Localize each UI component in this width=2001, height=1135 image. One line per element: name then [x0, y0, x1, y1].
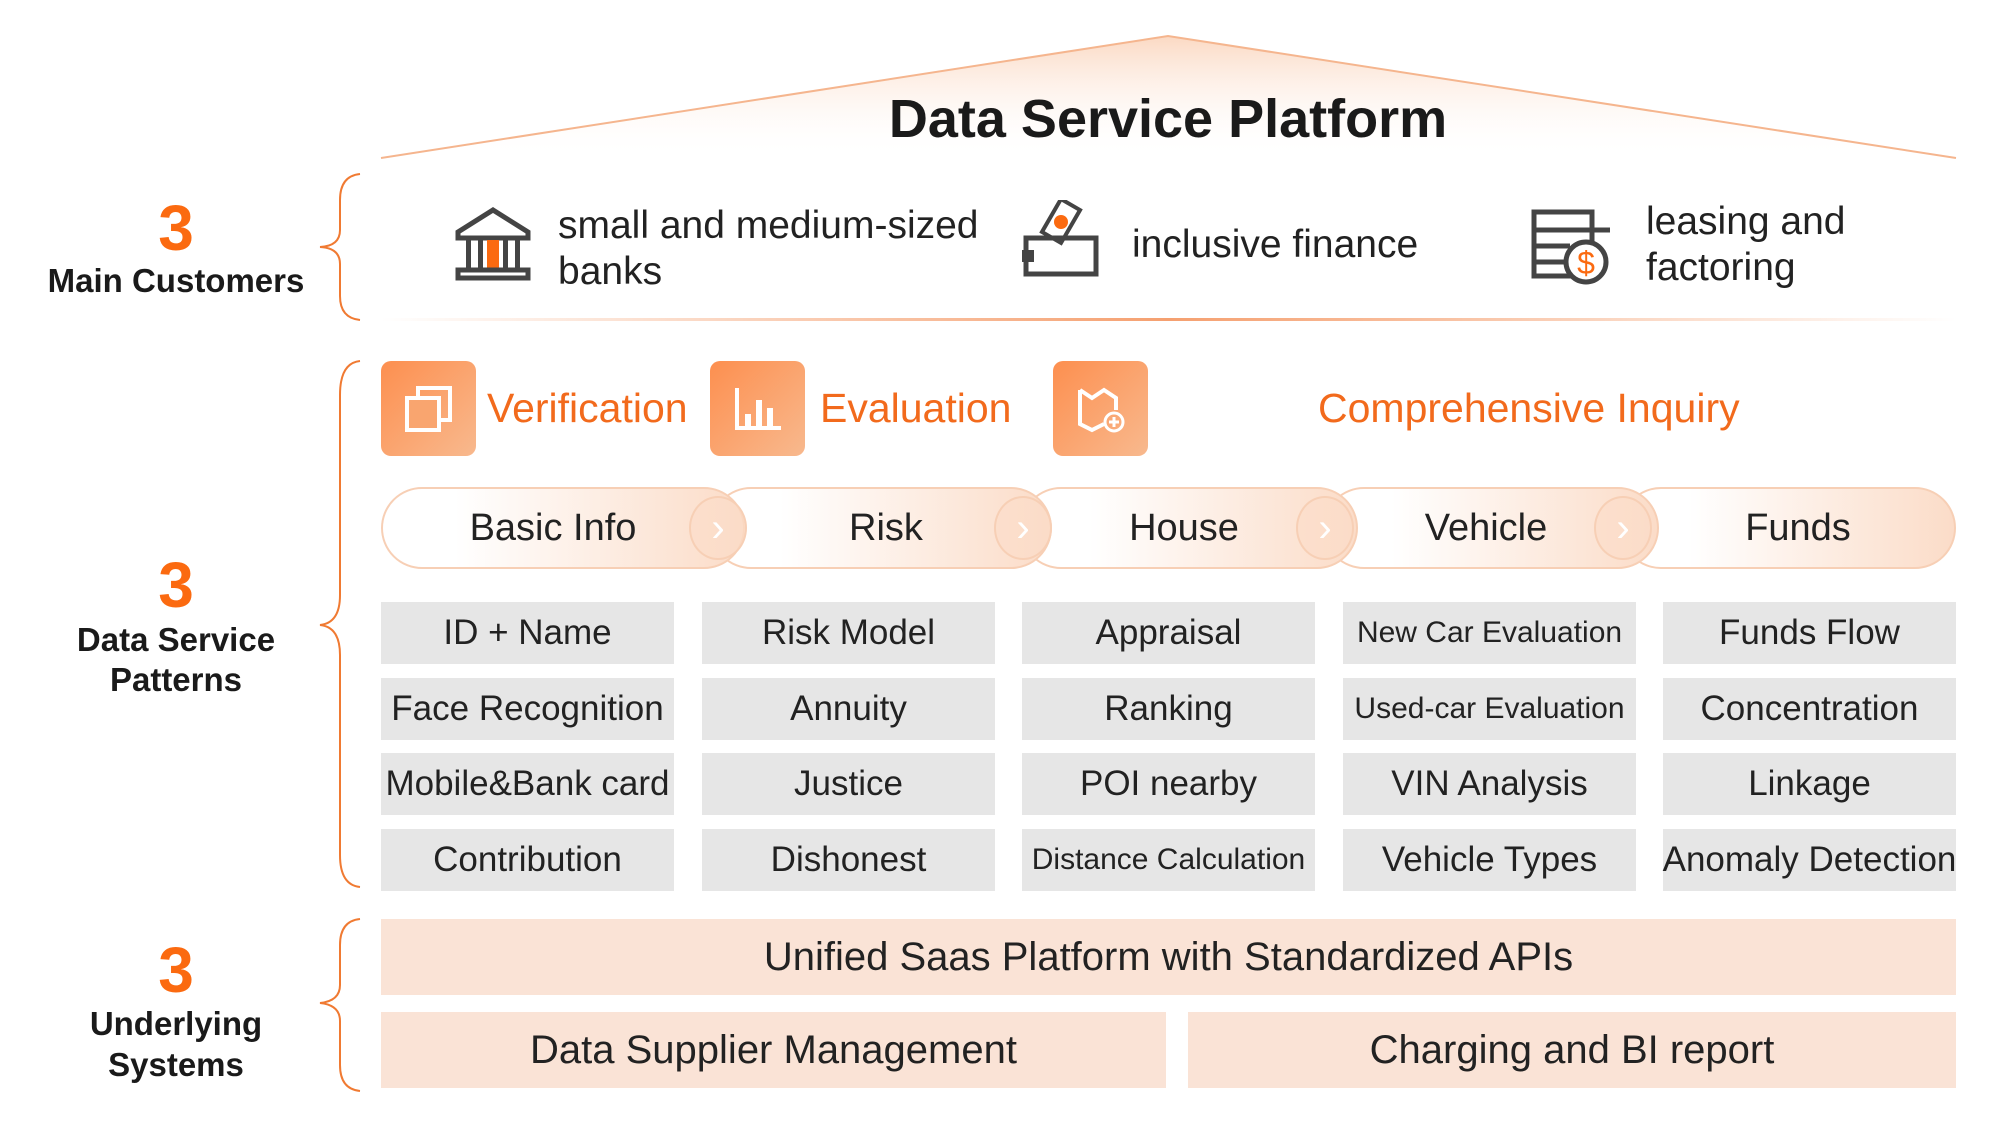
- system-unified-saas: Unified Saas Platform with Standardized …: [381, 919, 1956, 995]
- category-basic-info: Basic Info: [381, 487, 745, 569]
- systems-label-line1: Underlying: [89, 1005, 263, 1042]
- systems-count: 3: [158, 934, 194, 1006]
- pattern-cell: Contribution: [381, 829, 674, 891]
- pattern-cell: Linkage: [1663, 753, 1956, 815]
- map-plus-icon: [1077, 387, 1124, 432]
- roof-shape: [319, 34, 1957, 321]
- patterns-label-line2: Patterns: [109, 661, 243, 698]
- pattern-verification: Verification: [487, 385, 688, 431]
- evaluation-tile: [710, 361, 805, 456]
- pattern-cell: Used-car Evaluation: [1343, 678, 1636, 740]
- pattern-cell: Vehicle Types: [1343, 829, 1636, 891]
- chevron-right-icon: ›: [994, 496, 1052, 560]
- pattern-cell: Appraisal: [1022, 602, 1315, 664]
- customer-inclusive-finance: inclusive finance: [1132, 223, 1419, 266]
- pattern-cell: Concentration: [1663, 678, 1956, 740]
- pattern-cell: Annuity: [702, 678, 995, 740]
- verification-tile: [381, 361, 476, 456]
- patterns-count: 3: [158, 549, 194, 621]
- customer-leasing-line2: factoring: [1646, 246, 1796, 289]
- pattern-cell: VIN Analysis: [1343, 753, 1636, 815]
- svg-text:$: $: [1577, 245, 1595, 281]
- pattern-cell: Face Recognition: [381, 678, 674, 740]
- pattern-cell: Risk Model: [702, 602, 995, 664]
- system-charging-bi: Charging and BI report: [1188, 1012, 1956, 1088]
- main-customers-count: 3: [158, 192, 194, 264]
- customer-leasing: leasing and factoring: [1646, 199, 1846, 291]
- chevron-right-icon: ›: [1296, 496, 1354, 560]
- pattern-cell: Dishonest: [702, 829, 995, 891]
- pattern-evaluation: Evaluation: [820, 385, 1012, 431]
- chevron-right-icon: ›: [1594, 496, 1652, 560]
- pattern-cell: Funds Flow: [1663, 602, 1956, 664]
- bar-chart-icon: [734, 387, 781, 430]
- system-data-supplier: Data Supplier Management: [381, 1012, 1166, 1088]
- main-customers-label: Main Customers: [47, 262, 305, 299]
- pattern-cell: Anomaly Detection: [1663, 829, 1956, 891]
- customer-banks: small and medium-sized banks: [558, 203, 979, 295]
- pattern-cell: New Car Evaluation: [1343, 602, 1636, 664]
- chevron-right-icon: ›: [689, 496, 747, 560]
- page-title: Data Service Platform: [888, 89, 1448, 149]
- ledger-dollar-icon: $: [1531, 209, 1610, 285]
- pattern-cell: POI nearby: [1022, 753, 1315, 815]
- inquiry-tile: [1053, 361, 1148, 456]
- customer-leasing-line1: leasing and: [1646, 200, 1846, 243]
- pattern-cell: ID + Name: [381, 602, 674, 664]
- pattern-cell: Ranking: [1022, 678, 1315, 740]
- pattern-cell: Distance Calculation: [1022, 829, 1315, 891]
- pattern-cell: Mobile&Bank card: [381, 753, 674, 815]
- systems-label-line2: Systems: [108, 1046, 244, 1083]
- customer-banks-line1: small and medium-sized: [558, 204, 979, 247]
- wallet-icon: [1022, 200, 1099, 277]
- brace-patterns: [319, 360, 361, 1092]
- customer-banks-line2: banks: [558, 250, 663, 293]
- pattern-comprehensive-inquiry: Comprehensive Inquiry: [1318, 385, 1740, 431]
- verification-icon: [404, 385, 452, 432]
- bank-icon: [455, 207, 531, 281]
- pattern-cell: Justice: [702, 753, 995, 815]
- patterns-label-line1: Data Service: [76, 621, 276, 658]
- category-funds: Funds: [1620, 487, 1956, 569]
